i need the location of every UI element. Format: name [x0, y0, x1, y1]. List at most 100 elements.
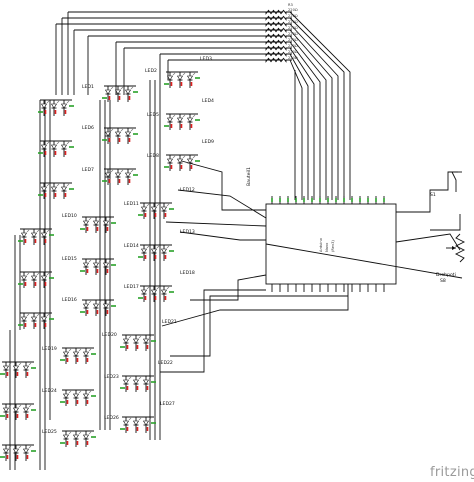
led-group	[60, 389, 96, 406]
resistor: 220Ω	[260, 14, 298, 21]
led-symbol	[40, 141, 50, 157]
led-symbol	[160, 203, 170, 219]
potentiometer: Drehpoti S8	[436, 233, 466, 284]
led-label: LED7	[82, 167, 94, 173]
led-symbol	[2, 404, 12, 420]
led-symbol	[20, 272, 30, 288]
led-label: LED23	[104, 374, 119, 380]
led-symbol	[142, 376, 152, 392]
led-symbol	[82, 348, 92, 364]
resistor-value: 220Ω	[288, 20, 298, 24]
chip-inner-label-1: Arduino	[319, 238, 323, 252]
led-symbol	[176, 72, 186, 88]
led-group	[138, 244, 174, 261]
led-symbol	[114, 169, 124, 185]
led-symbol	[150, 286, 160, 302]
led-symbol	[104, 86, 114, 102]
potentiometer-label: Drehpoti	[436, 272, 456, 278]
led-symbol	[20, 313, 30, 329]
led-label: LED22	[158, 360, 173, 366]
led-group	[120, 375, 156, 392]
led-group	[102, 85, 138, 102]
led-group	[38, 182, 74, 199]
switch-s1: S1	[430, 171, 462, 198]
resistor-value: 220Ω	[288, 56, 298, 60]
led-symbol	[186, 155, 196, 171]
led-group	[120, 416, 156, 433]
led-group	[0, 403, 36, 420]
led-group	[60, 347, 96, 364]
led-symbol	[132, 417, 142, 433]
led-symbol	[82, 259, 92, 275]
led-symbol	[102, 217, 112, 233]
led-label: LED17	[124, 284, 139, 290]
led-symbol	[62, 348, 72, 364]
led-symbol	[150, 203, 160, 219]
led-symbol	[122, 417, 132, 433]
led-label: LED24	[42, 388, 57, 394]
led-symbol	[114, 128, 124, 144]
led-label: LED6	[82, 125, 94, 131]
chip-inner-label-2: Nano	[325, 243, 329, 252]
led-symbol	[20, 229, 30, 245]
led-symbol	[160, 286, 170, 302]
led-symbol	[140, 245, 150, 261]
led-symbol	[160, 245, 170, 261]
led-symbol	[150, 245, 160, 261]
led-label: LED12	[180, 187, 195, 193]
led-label: LED14	[124, 243, 139, 249]
led-label: LED8	[147, 153, 159, 159]
led-symbol	[40, 229, 50, 245]
led-symbol	[186, 72, 196, 88]
led-groups	[0, 71, 200, 461]
led-group	[102, 168, 138, 185]
led-symbol	[22, 404, 32, 420]
led-label: LED21	[162, 319, 177, 325]
led-label: LED3	[200, 56, 212, 62]
led-label: LED18	[180, 270, 195, 276]
led-symbol	[22, 362, 32, 378]
led-symbol	[22, 445, 32, 461]
switch-label: S1	[430, 192, 436, 198]
led-symbol	[132, 335, 142, 351]
led-symbol	[82, 217, 92, 233]
led-label: LED11	[124, 201, 139, 207]
led-symbol	[124, 86, 134, 102]
led-symbol	[142, 335, 152, 351]
led-symbol	[92, 217, 102, 233]
led-label: LED19	[42, 346, 57, 352]
led-group	[80, 258, 116, 275]
led-symbol	[12, 362, 22, 378]
led-symbol	[102, 300, 112, 316]
led-label: LED15	[62, 256, 77, 262]
led-symbol	[142, 417, 152, 433]
resistor-value: 220Ω	[288, 8, 298, 12]
led-label: LED27	[160, 401, 175, 407]
led-symbol	[166, 72, 176, 88]
led-symbol	[104, 128, 114, 144]
led-symbol	[50, 141, 60, 157]
led-group	[38, 99, 74, 116]
chip-inner-label-3: (Rev3)	[331, 240, 335, 252]
led-group	[80, 216, 116, 233]
led-symbol	[140, 203, 150, 219]
led-symbol	[82, 431, 92, 447]
led-symbol	[30, 272, 40, 288]
resistor-value: 220Ω	[288, 14, 298, 18]
led-symbol	[92, 300, 102, 316]
led-symbol	[114, 86, 124, 102]
led-symbol	[122, 376, 132, 392]
led-symbol	[50, 100, 60, 116]
led-symbol	[176, 114, 186, 130]
led-symbol	[92, 259, 102, 275]
led-symbol	[62, 390, 72, 406]
microcontroller-chip: Bauteil1 Arduino Nano (Rev3)	[246, 167, 397, 292]
led-labels: LED1 LED2 LED3 LED4 LED5 LED6 LED7 LED8 …	[42, 56, 214, 435]
led-label: LED4	[202, 98, 214, 104]
led-symbol	[50, 183, 60, 199]
led-symbol	[124, 128, 134, 144]
led-label: LED26	[104, 415, 119, 421]
led-symbol	[104, 169, 114, 185]
led-group	[164, 113, 200, 130]
led-symbol	[176, 155, 186, 171]
